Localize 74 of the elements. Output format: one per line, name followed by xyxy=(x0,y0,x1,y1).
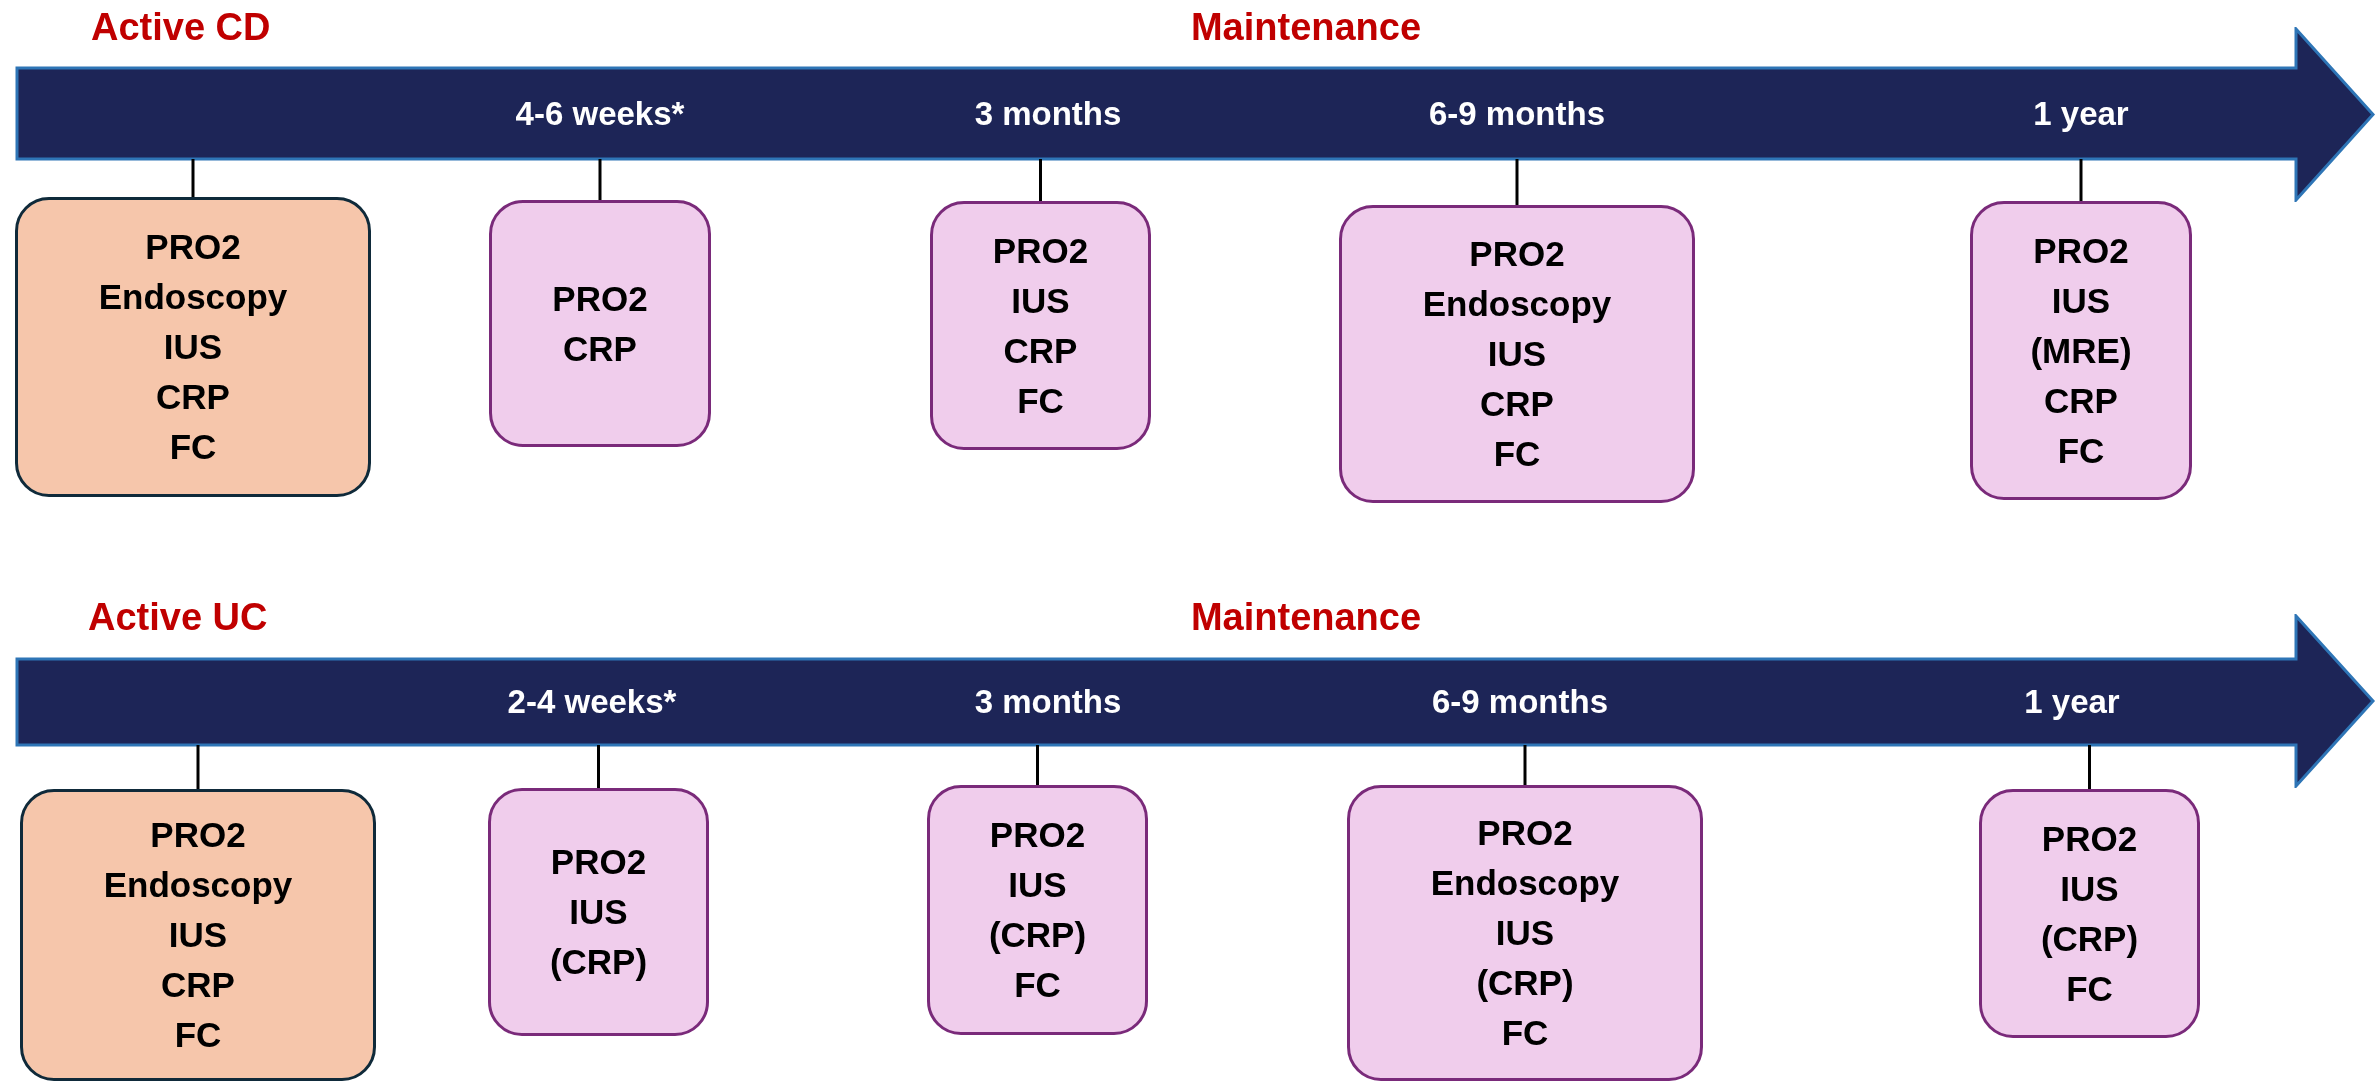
time-label: 3 months xyxy=(974,95,1122,133)
test-name: IUS xyxy=(1011,279,1070,322)
test-name: FC xyxy=(174,1014,222,1056)
test-name: (CRP) xyxy=(2040,917,2139,960)
test-name: CRP xyxy=(563,327,637,370)
test-name: CRP xyxy=(156,376,230,418)
test-name: (CRP) xyxy=(1476,962,1574,1004)
phase-heading: Active UC xyxy=(88,595,268,639)
connector-line xyxy=(1515,159,1519,205)
test-box xyxy=(20,789,376,1081)
test-box xyxy=(488,788,709,1036)
test-name: PRO2 xyxy=(150,814,246,856)
test-name: FC xyxy=(1014,964,1061,1006)
connector-line xyxy=(1039,159,1042,201)
test-name: Endoscopy xyxy=(1430,862,1620,904)
test-box xyxy=(1970,201,2192,500)
test-name: IUS xyxy=(2051,279,2111,322)
time-label: 2-4 weeks* xyxy=(507,683,677,721)
test-name: CRP xyxy=(1480,383,1554,425)
time-label: 1 year xyxy=(2033,95,2129,133)
test-name: FC xyxy=(1493,433,1541,475)
test-name: (MRE) xyxy=(2030,329,2132,372)
test-box xyxy=(15,197,371,497)
test-name: FC xyxy=(2057,429,2105,472)
test-box xyxy=(1339,205,1695,503)
test-box xyxy=(1347,785,1703,1081)
connector-line xyxy=(191,159,195,197)
connector-line xyxy=(597,745,600,788)
connector-line xyxy=(2088,745,2091,789)
test-name: IUS xyxy=(2060,867,2119,910)
test-name: Endoscopy xyxy=(98,276,288,318)
test-name: (CRP) xyxy=(988,914,1087,956)
phase-heading: Maintenance xyxy=(1190,5,1422,49)
test-name: CRP xyxy=(2044,379,2118,422)
time-label: 1 year xyxy=(2024,683,2120,721)
test-name: IUS xyxy=(1487,333,1547,375)
test-name: PRO2 xyxy=(145,226,241,268)
test-name: PRO2 xyxy=(992,229,1089,272)
test-name: PRO2 xyxy=(1469,233,1565,275)
time-label: 3 months xyxy=(974,683,1122,721)
phase-heading: Maintenance xyxy=(1190,595,1422,639)
test-name: FC xyxy=(1501,1012,1549,1054)
test-name: FC xyxy=(2066,967,2113,1010)
connector-line xyxy=(1036,745,1039,785)
test-name: Endoscopy xyxy=(103,864,293,906)
time-label: 4-6 weeks* xyxy=(515,95,685,133)
test-name: PRO2 xyxy=(550,841,647,883)
test-name: FC xyxy=(1017,379,1064,422)
connector-line xyxy=(1523,745,1527,785)
test-name: PRO2 xyxy=(552,277,648,320)
connector-line xyxy=(598,159,602,200)
test-name: FC xyxy=(169,426,217,468)
test-name: (CRP) xyxy=(549,941,648,983)
test-box xyxy=(489,200,711,447)
test-name: IUS xyxy=(569,891,628,933)
test-name: PRO2 xyxy=(2033,229,2129,272)
test-box xyxy=(927,785,1148,1035)
test-name: CRP xyxy=(161,964,235,1006)
connector-line xyxy=(2079,159,2083,201)
phase-heading: Active CD xyxy=(91,5,271,49)
test-name: PRO2 xyxy=(989,814,1086,856)
test-name: IUS xyxy=(1495,912,1555,954)
test-name: CRP xyxy=(1003,329,1078,372)
connector-line xyxy=(196,745,200,789)
test-name: IUS xyxy=(1008,864,1067,906)
test-name: Endoscopy xyxy=(1422,283,1612,325)
test-box xyxy=(1979,789,2200,1038)
test-name: PRO2 xyxy=(2041,817,2138,860)
test-name: IUS xyxy=(168,914,228,956)
test-box xyxy=(930,201,1151,450)
test-name: PRO2 xyxy=(1477,812,1573,854)
time-label: 6-9 months xyxy=(1432,683,1608,721)
test-name: IUS xyxy=(163,326,223,368)
time-label: 6-9 months xyxy=(1429,95,1605,133)
